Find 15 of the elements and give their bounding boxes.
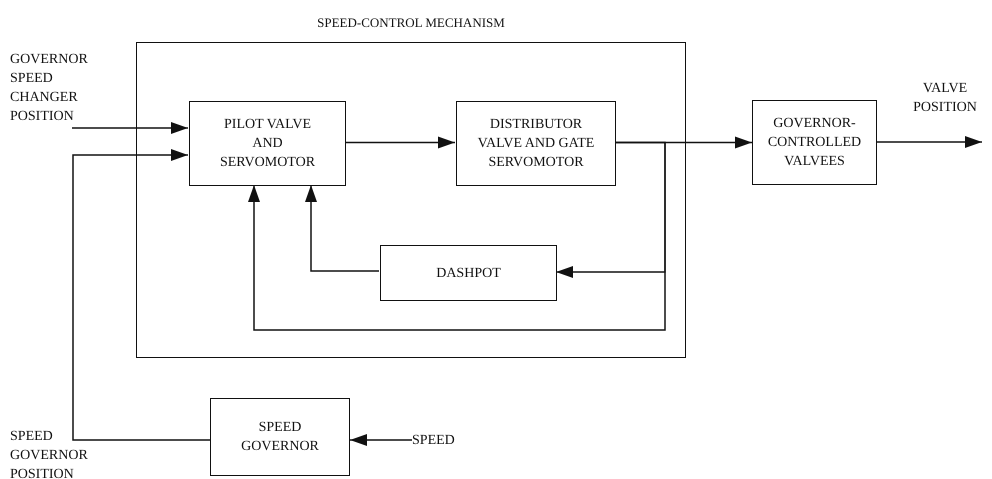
group-title: SPEED-CONTROL MECHANISM — [316, 14, 506, 32]
process-box: PILOT VALVE AND SERVOMOTOR — [189, 101, 346, 186]
arrow — [345, 136, 455, 148]
input-label: SPEED — [412, 431, 464, 449]
input-label: GOVERNOR SPEED CHANGER POSITION — [10, 48, 110, 128]
arrow — [877, 136, 982, 148]
arrow — [350, 434, 412, 446]
arrow — [72, 122, 188, 134]
process-box: DISTRIBUTOR VALVE AND GATE SERVOMOTOR — [456, 101, 616, 186]
arrow — [72, 149, 210, 441]
process-box: SPEED GOVERNOR — [210, 398, 350, 476]
arrow — [305, 185, 379, 272]
process-box: GOVERNOR-CONTROLLED VALVEES — [752, 100, 877, 185]
process-box: DASHPOT — [380, 245, 557, 301]
arrow — [248, 142, 666, 331]
